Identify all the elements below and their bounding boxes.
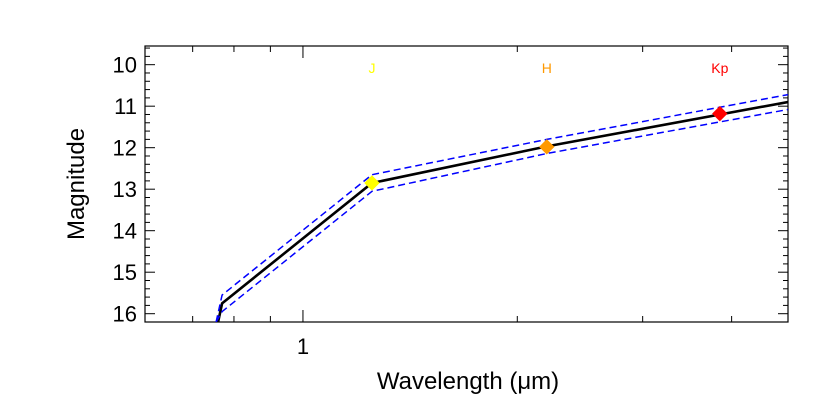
band-point-H: [539, 139, 555, 155]
band-label-H: H: [542, 60, 552, 76]
band-point-Kp: [712, 105, 728, 122]
y-tick-label: 11: [114, 94, 137, 119]
plot-frame: [144, 45, 789, 323]
model-line: [216, 100, 788, 322]
band-label-J: J: [368, 60, 375, 76]
y-tick-label: 12: [113, 136, 137, 161]
band-label-Kp: Kp: [711, 60, 728, 76]
y-tick-label: 10: [113, 53, 137, 78]
y-tick-label: 15: [113, 260, 137, 285]
x-tick-label: 1: [297, 334, 309, 359]
y-axis-label: Magnitude: [63, 128, 90, 240]
x-axis-label: Wavelength (μm): [377, 368, 559, 395]
y-tick-label: 14: [113, 219, 137, 244]
y-tick-label: 16: [113, 302, 137, 327]
error-band-line-2: [215, 108, 788, 322]
band-point-J: [364, 175, 380, 191]
error-band-line-1: [215, 93, 788, 322]
y-tick-label: 13: [113, 177, 137, 202]
